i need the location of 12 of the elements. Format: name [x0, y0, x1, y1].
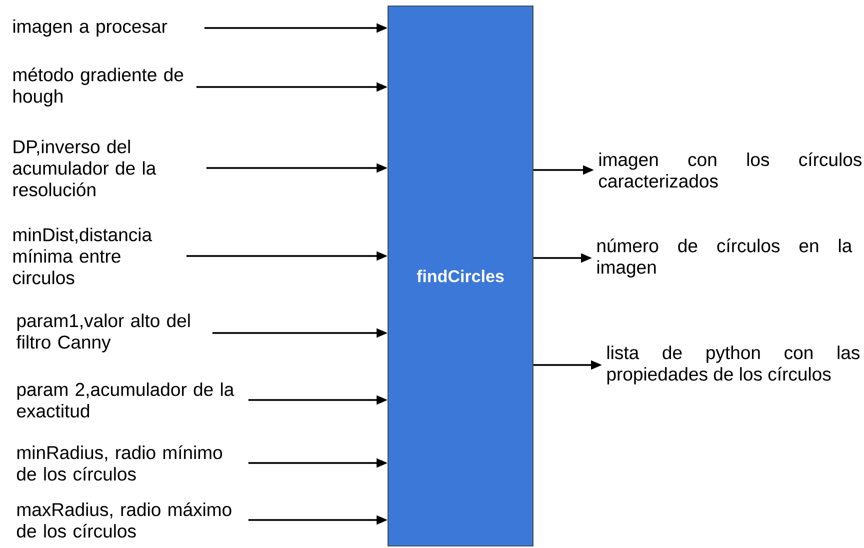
text-label: método gradiente de hough: [13, 68, 184, 106]
text-label: param1,valor alto del filtro Canny: [16, 314, 190, 352]
text-label: lista de python con las propiedades de los círculos: [607, 346, 860, 384]
text-label: número de círculos en la imagen: [597, 238, 852, 278]
text-label: param 2,acumulador de la exactitud: [17, 382, 234, 418]
text-label: DP,inverso del acumulador de la resolución: [13, 140, 156, 196]
text-label: imagen a procesar: [13, 19, 168, 37]
text-label: minRadius, radio mínimo de los círculos: [17, 445, 222, 481]
text-label: maxRadius, radio máximo de los círculos: [17, 502, 232, 538]
text-label: imagen con los círculos caracterizados: [599, 152, 862, 188]
text-label: minDist,distancia mínima entre circulos: [13, 228, 152, 284]
process-box: findCircles: [388, 6, 534, 546]
